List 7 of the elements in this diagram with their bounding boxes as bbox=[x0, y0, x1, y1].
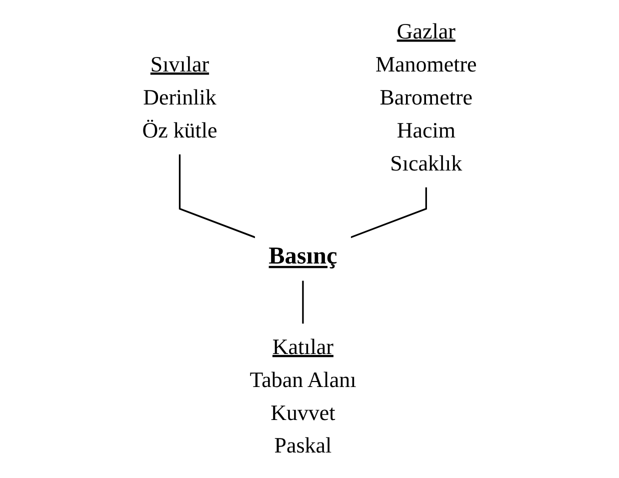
node-text: Sıvılar Derinlik Öz kütle bbox=[142, 52, 218, 143]
connector bbox=[178, 154, 256, 238]
node-text: Basınç bbox=[268, 242, 338, 270]
node-text: Katılar Taban Alanı Kuvvet Paskal bbox=[250, 335, 356, 458]
connector bbox=[350, 186, 427, 238]
connector bbox=[302, 280, 304, 324]
node-text: Gazlar Manometre Barometre Hacim Sıcaklık bbox=[376, 20, 477, 176]
